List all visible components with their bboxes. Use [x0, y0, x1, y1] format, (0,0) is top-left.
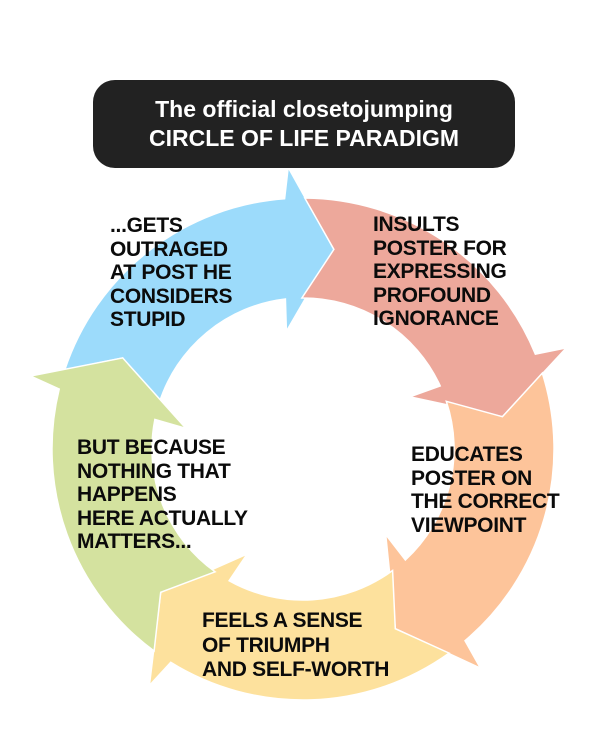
cycle-arrow-outraged: [63, 165, 335, 405]
step-line: AND SELF-WORTH: [202, 658, 390, 681]
step-line: HERE ACTUALLY: [77, 506, 248, 530]
title-line-2: CIRCLE OF LIFE PARADIGM: [148, 125, 460, 151]
step-line: INSULTS: [373, 213, 460, 236]
step-line: OF TRIUMPH: [202, 633, 330, 657]
step-line: CONSIDERS: [110, 284, 233, 308]
step-line: IGNORANCE: [373, 307, 499, 330]
step-line: EXPRESSING: [373, 260, 507, 283]
step-line: ...GETS: [110, 214, 183, 237]
step-line: HAPPENS: [77, 483, 177, 506]
step-line: BUT BECAUSE: [77, 436, 226, 459]
cycle-arrow-triumph: [148, 552, 451, 701]
title-banner: The official closetojumping CIRCLE OF LI…: [93, 80, 515, 168]
step-line: FEELS A SENSE: [202, 609, 363, 632]
step-line: AT POST HE: [110, 261, 232, 284]
title-line-1: The official closetojumping: [155, 96, 453, 122]
step-line: POSTER FOR: [373, 236, 507, 260]
step-line: POSTER ON: [411, 466, 532, 490]
step-nothing-matters-text: BUT BECAUSE NOTHING THAT HAPPENS HERE AC…: [77, 436, 248, 554]
step-line: NOTHING THAT: [77, 459, 231, 483]
step-line: OUTRAGED: [110, 237, 228, 261]
step-insults-text: INSULTS POSTER FOR EXPRESSING PROFOUND I…: [373, 213, 507, 331]
step-line: VIEWPOINT: [411, 513, 527, 537]
cycle-arrow-nothing-matters: [28, 357, 217, 653]
step-triumph-text: FEELS A SENSE OF TRIUMPH AND SELF-WORTH: [202, 609, 389, 683]
step-line: THE CORRECT: [411, 490, 560, 513]
step-outraged-text: ...GETS OUTRAGED AT POST HE CONSIDERS ST…: [110, 214, 232, 332]
step-line: EDUCATES: [411, 443, 523, 466]
step-line: PROFOUND: [373, 283, 491, 307]
cycle-arrow-insults: [300, 197, 569, 418]
step-educates-text: EDUCATES POSTER ON THE CORRECT VIEWPOINT: [411, 443, 560, 537]
cycle-arrow-educates: [384, 371, 555, 670]
step-line: STUPID: [110, 308, 186, 331]
step-line: MATTERS...: [77, 530, 192, 553]
